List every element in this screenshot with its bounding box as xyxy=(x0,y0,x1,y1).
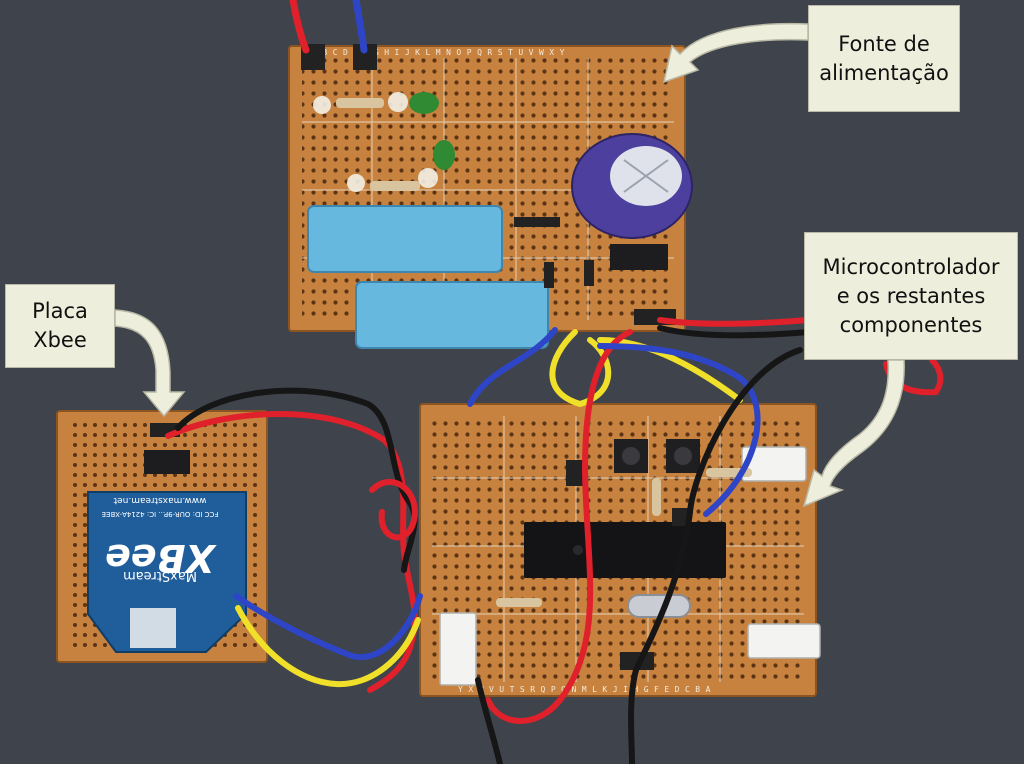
callout-power-line-1: Fonte de xyxy=(838,31,930,56)
callout-xbee-line-1: Placa xyxy=(32,299,88,323)
microcontroller-chip xyxy=(524,522,726,578)
wires xyxy=(165,0,944,764)
power-components xyxy=(301,44,693,349)
mcu-board-letters: YXWVUTSRQPONMLKJIHGFEDCBA xyxy=(458,685,716,694)
xbee-module-url: www.maxstream.net xyxy=(113,495,206,505)
callout-power-line-2: alimentação xyxy=(819,60,949,85)
mcu-components xyxy=(439,439,821,686)
power-board-letters: ABCDEFGHIJKLMNOPQRSTUVWXY xyxy=(312,48,570,57)
callout-power-supply: Fonte de alimentação xyxy=(808,5,960,112)
xbee-module-brand: XBee xyxy=(105,536,217,580)
callout-xbee-board: Placa Xbee xyxy=(5,284,115,368)
xbee-module: XBee MaxStream www.maxstream.net FCC ID:… xyxy=(87,491,247,653)
callout-arrows xyxy=(114,22,905,508)
callout-microcontroller: Microcontrolador e os restantes componen… xyxy=(804,232,1018,360)
callout-arrow-xbee xyxy=(114,309,186,418)
xbee-module-ids: FCC ID: OUR-9P... IC: 4214A-XBEE xyxy=(102,510,219,518)
callout-arrow-mcu xyxy=(802,359,905,508)
callout-arrow-power xyxy=(662,22,809,84)
callout-mcu-line-2: e os restantes xyxy=(836,283,986,308)
xbee-module-maker: MaxStream xyxy=(123,568,197,583)
callout-mcu-line-3: componentes xyxy=(839,312,983,337)
callout-mcu-line-1: Microcontrolador xyxy=(822,254,1000,279)
callout-xbee-line-2: Xbee xyxy=(33,328,87,352)
